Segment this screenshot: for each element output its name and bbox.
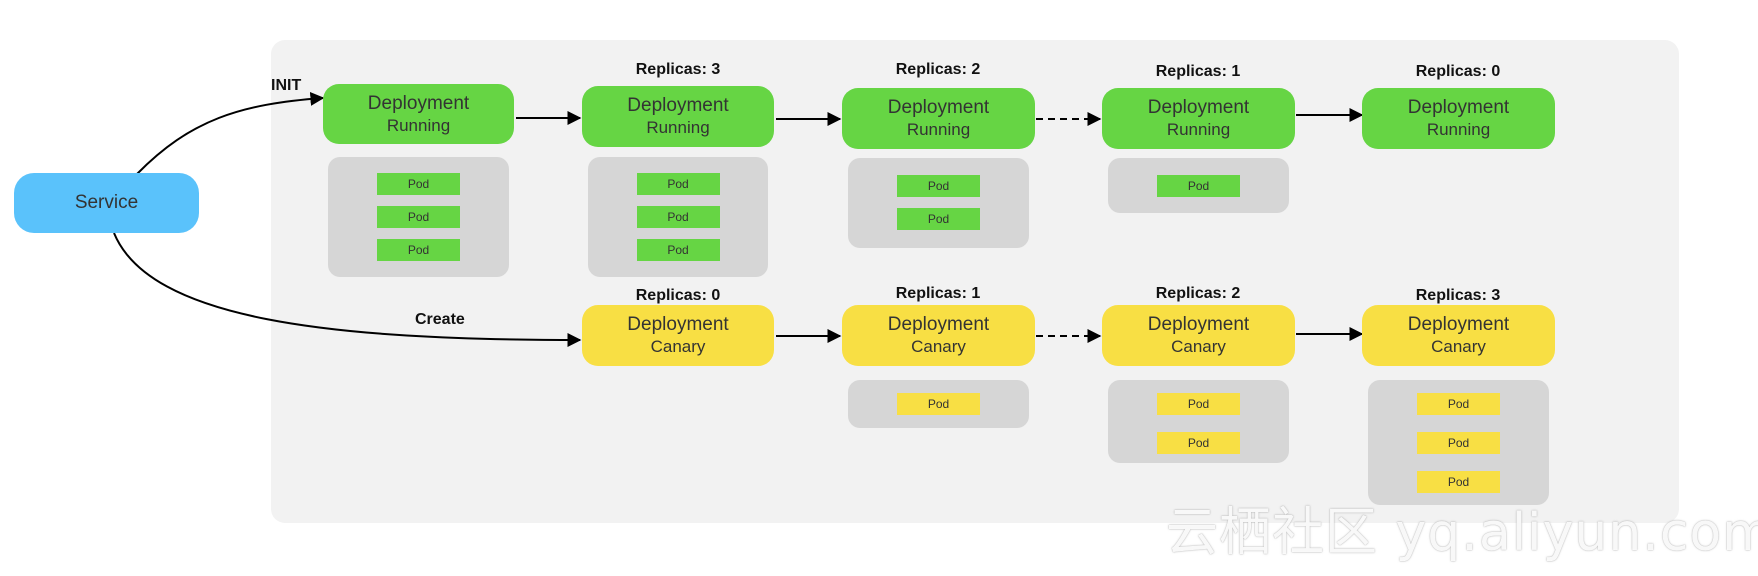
pod: Pod bbox=[1417, 471, 1500, 493]
init-curve bbox=[136, 91, 325, 175]
canary-deployment-2[interactable]: Deployment Canary bbox=[842, 305, 1035, 366]
pod: Pod bbox=[1417, 432, 1500, 454]
pod: Pod bbox=[897, 208, 980, 230]
replicas-label: Replicas: 0 bbox=[635, 287, 721, 304]
deployment-status: Running bbox=[1166, 120, 1231, 139]
deployment-status: Canary bbox=[1171, 337, 1226, 356]
pod: Pod bbox=[1157, 175, 1240, 197]
running-deployment-2[interactable]: Deployment Running bbox=[582, 86, 774, 147]
deployment-title: Deployment bbox=[1407, 97, 1510, 118]
deployment-status: Running bbox=[1426, 120, 1491, 139]
deployment-status: Canary bbox=[911, 337, 966, 356]
pod-group: Pod bbox=[1108, 158, 1289, 213]
deployment-title: Deployment bbox=[367, 92, 470, 114]
init-label: INIT bbox=[271, 77, 302, 94]
pod: Pod bbox=[377, 239, 460, 261]
deployment-status: Canary bbox=[1431, 337, 1486, 356]
replicas-label: Replicas: 3 bbox=[1415, 287, 1501, 304]
deployment-title: Deployment bbox=[627, 314, 729, 335]
service-node[interactable]: Service bbox=[14, 173, 199, 233]
pod: Pod bbox=[636, 173, 720, 195]
running-deployment-3[interactable]: Deployment Running bbox=[842, 88, 1035, 149]
pod: Pod bbox=[636, 206, 720, 228]
pod-group: Pod Pod Pod bbox=[328, 157, 509, 277]
deployment-title: Deployment bbox=[1147, 97, 1250, 118]
pod: Pod bbox=[1157, 432, 1240, 454]
running-deployment-4[interactable]: Deployment Running bbox=[1102, 88, 1295, 149]
replicas-label: Replicas: 1 bbox=[895, 285, 981, 302]
create-label: Create bbox=[415, 311, 465, 328]
replicas-label: Replicas: 3 bbox=[635, 61, 721, 78]
replicas-label: Replicas: 2 bbox=[1155, 285, 1241, 302]
watermark: 云栖社区 yq.aliyun.com bbox=[1166, 503, 1758, 563]
deployment-status: Running bbox=[646, 118, 710, 137]
pod: Pod bbox=[1157, 393, 1240, 415]
running-deployment-5[interactable]: Deployment Running bbox=[1362, 88, 1555, 149]
pod: Pod bbox=[636, 239, 720, 261]
create-curve bbox=[113, 232, 582, 347]
deployment-status: Running bbox=[386, 115, 451, 135]
deployment-title: Deployment bbox=[887, 97, 990, 118]
deployment-status: Canary bbox=[650, 337, 706, 356]
pod-group: Pod bbox=[848, 380, 1029, 428]
canary-deployment-1[interactable]: Deployment Canary bbox=[582, 305, 774, 366]
deployment-title: Deployment bbox=[627, 95, 729, 116]
canary-deployment-3[interactable]: Deployment Canary bbox=[1102, 305, 1295, 366]
pod-group: Pod Pod Pod bbox=[588, 157, 768, 277]
pod: Pod bbox=[1417, 393, 1500, 415]
pod-group: Pod Pod bbox=[1108, 380, 1289, 463]
replicas-label: Replicas: 0 bbox=[1415, 63, 1501, 80]
deployment-title: Deployment bbox=[1147, 314, 1250, 335]
running-deployment-1[interactable]: Deployment Running bbox=[323, 84, 514, 144]
deployment-title: Deployment bbox=[1407, 314, 1510, 335]
pod: Pod bbox=[377, 173, 460, 195]
deployment-status: Running bbox=[906, 120, 971, 139]
service-label: Service bbox=[74, 192, 139, 213]
pod: Pod bbox=[377, 206, 460, 228]
deployment-title: Deployment bbox=[887, 314, 990, 335]
pod: Pod bbox=[897, 175, 980, 197]
pod: Pod bbox=[897, 393, 980, 415]
replicas-label: Replicas: 1 bbox=[1155, 63, 1241, 80]
pod-group: Pod Pod Pod bbox=[1368, 380, 1549, 505]
replicas-label: Replicas: 2 bbox=[895, 61, 981, 78]
canary-deployment-4[interactable]: Deployment Canary bbox=[1362, 305, 1555, 366]
pod-group: Pod Pod bbox=[848, 158, 1029, 248]
